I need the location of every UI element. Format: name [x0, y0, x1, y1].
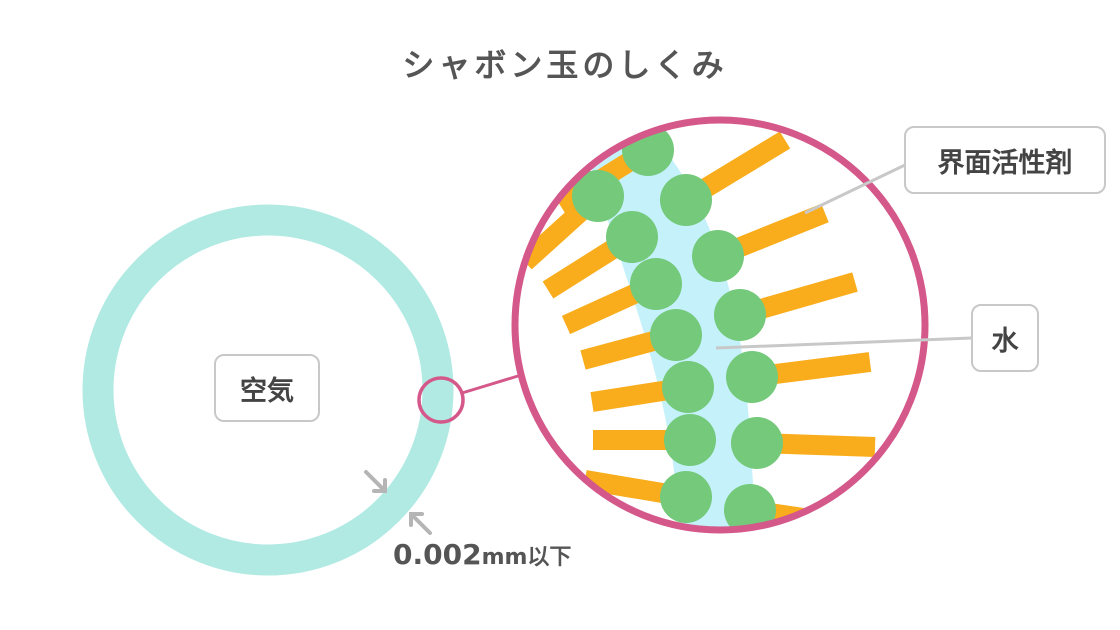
magnified-view	[517, 122, 923, 528]
thickness-arrow-inner	[409, 512, 432, 535]
surfactant-head	[731, 417, 783, 469]
surfactant-head	[664, 414, 716, 466]
surfactant-head	[630, 258, 682, 310]
surfactant-head	[650, 309, 702, 361]
soap-bubble-film	[82, 204, 454, 576]
magnifier-connector	[461, 374, 519, 395]
surfactant-head	[662, 361, 714, 413]
air-label: 空気	[214, 354, 320, 422]
surfactant-head	[572, 170, 624, 222]
thickness-label: 0.002mm以下	[393, 538, 571, 571]
surfactant-leader-line	[804, 163, 906, 215]
surfactant-label: 界面活性剤	[904, 126, 1106, 194]
water-leader-line	[715, 336, 973, 350]
magnifier-lens-small	[417, 376, 465, 424]
surfactant-head	[714, 289, 766, 341]
surfactant-head	[692, 230, 744, 282]
water-label: 水	[971, 304, 1039, 372]
thickness-unit: mm以下	[481, 545, 572, 570]
surfactant-head	[726, 351, 778, 403]
surfactant-head	[660, 471, 712, 523]
thickness-arrow-outer	[364, 470, 387, 493]
surfactant-head	[606, 211, 658, 263]
page-title: シャボン玉のしくみ	[402, 46, 728, 84]
thickness-value: 0.002	[393, 538, 482, 571]
magnifier-lens-large	[511, 116, 929, 534]
surfactant-heads	[572, 124, 783, 528]
surfactant-head	[660, 174, 712, 226]
